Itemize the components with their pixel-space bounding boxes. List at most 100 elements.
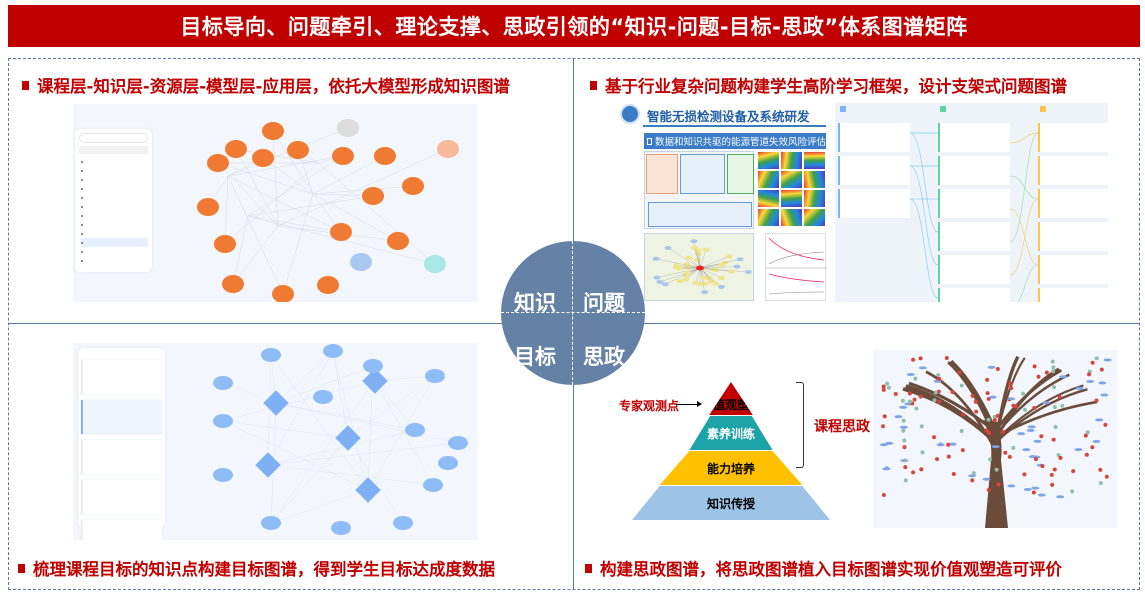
goal-hub-node [335,425,361,451]
graph-node [207,154,229,172]
goal-node [313,390,333,404]
goal-node [438,456,458,470]
goal-node [213,414,233,428]
goal-card[interactable] [81,520,162,540]
ideology-tree-image [873,350,1118,528]
problem-card[interactable] [938,255,1010,284]
problem-graph-screenshot [835,103,1108,302]
goal-node [213,376,233,390]
bullet-icon [590,80,597,90]
page-title: 目标导向、问题牵引、理论支撑、思政引领的“知识-问题-目标-思政”体系图谱矩阵 [8,5,1140,47]
goal-node [261,516,281,530]
surface-plot [804,152,825,169]
problem-card[interactable] [1038,288,1108,302]
goal-node [331,521,351,535]
graph-node [337,119,359,137]
course-ideology-label: 课程思政 [814,419,870,435]
problem-card[interactable] [838,123,910,152]
graph-node [437,140,459,158]
surface-plot [781,209,802,226]
surface-plot [804,209,825,226]
knowledge-sidebar [75,129,152,272]
goal-graph-screenshot [73,343,478,540]
goal-node [323,344,343,358]
graph-node [197,198,219,216]
goal-card[interactable] [81,360,162,394]
knowledge-heading: 课程层-知识层-资源层-模型层-应用层，依托大模型形成知识图谱 [22,73,510,97]
project-title: 智能无损检测设备及系统研发 [647,109,810,124]
graph-node [330,223,352,241]
problem-card[interactable] [1038,255,1108,284]
center-problem: 问题 [583,291,625,315]
knowledge-graph-screenshot [73,104,478,302]
graph-node [362,187,384,205]
graph-node [262,122,284,140]
center-knowledge: 知识 [514,291,556,315]
center-goal: 目标 [514,345,556,369]
graph-node [402,177,424,195]
problem-card[interactable] [838,156,910,185]
graph-node [287,141,309,159]
matrix-frame [8,58,1140,590]
graph-node [332,147,354,165]
goal-hub-node [355,477,381,503]
goal-node [261,348,281,362]
column-header-icon [940,106,946,112]
surface-plot [758,171,779,188]
graph-node [214,235,236,253]
goal-hub-node [263,390,289,416]
knowledge-graph [197,119,459,302]
graph-node [225,140,247,158]
goal-heading-text: 梳理课程目标的知识点构建目标图谱，得到学生目标达成度数据 [33,560,495,579]
problem-card[interactable] [1038,222,1108,251]
problem-card[interactable] [938,123,1010,152]
goal-node [448,436,468,450]
column-header-icon [1040,106,1046,112]
sidebar-item[interactable] [81,238,148,247]
graph-node [374,147,396,165]
center-matrix-circle: 知识 问题 目标 思政 [501,241,645,385]
problem-heading-text: 基于行业复杂问题构建学生高阶学习框架，设计支架式问题图谱 [605,77,1067,96]
network-image [644,233,754,301]
bracket-icon [796,382,804,468]
project-subtitle: 数据和知识共驱的能源管道失效风险评估 [644,133,826,149]
graph-node [222,275,244,293]
graph-node [350,253,372,271]
goal-node [423,478,443,492]
problem-card[interactable] [1038,123,1108,152]
surface-plot [781,171,802,188]
ideology-heading-text: 构建思政图谱，将思政图谱植入目标图谱实现价值观塑造可评价 [600,560,1062,579]
goal-node [425,369,445,383]
goal-card[interactable] [81,440,162,474]
flowchart-image [644,151,754,229]
surface-plot [804,171,825,188]
project-subtitle-text: 数据和知识共驱的能源管道失效风险评估 [654,137,826,148]
line-plots-image [765,233,827,301]
bullet-icon [585,563,592,573]
surface-plot [758,152,779,169]
problem-card[interactable] [1038,156,1108,185]
surface-plots-image [757,151,826,229]
problem-card[interactable] [938,288,1010,302]
knowledge-heading-text: 课程层-知识层-资源层-模型层-应用层，依托大模型形成知识图谱 [37,77,510,96]
problem-card[interactable] [938,189,1010,218]
goal-hub-node [255,452,281,478]
graph-node [424,255,446,273]
goal-graph [213,344,468,535]
ideology-heading: 构建思政图谱，将思政图谱植入目标图谱实现价值观塑造可评价 [585,556,1062,580]
surface-plot [804,190,825,207]
graph-node [252,149,274,167]
goal-card[interactable] [81,480,162,514]
graph-node [272,285,294,302]
bullet-icon [22,80,29,90]
problem-card[interactable] [1038,189,1108,218]
arrow-icon [676,401,702,407]
problem-card[interactable] [938,222,1010,251]
graph-node [317,276,339,294]
goal-node [405,423,425,437]
surface-plot [758,190,779,207]
problem-card[interactable] [938,156,1010,185]
goal-card[interactable] [81,400,162,434]
problem-card[interactable] [838,189,910,218]
surface-plot [781,190,802,207]
